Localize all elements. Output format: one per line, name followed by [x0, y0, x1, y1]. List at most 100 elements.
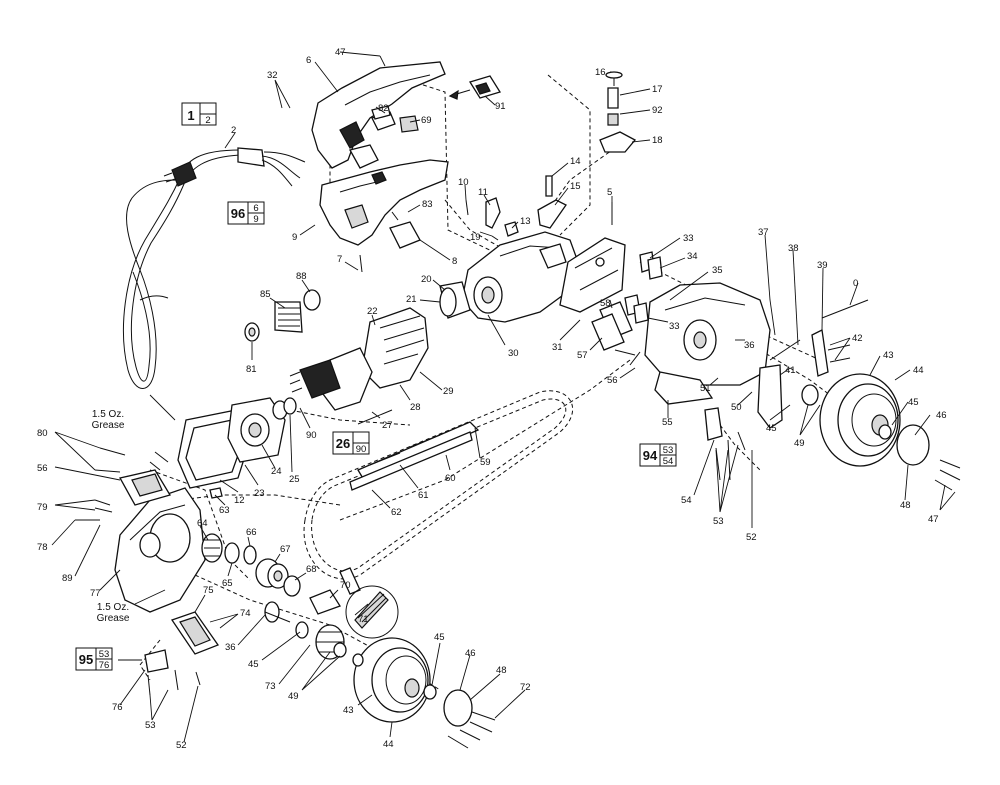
part-label: 7 [337, 254, 342, 265]
part-label: 8 [452, 256, 457, 267]
wheel-housing-right [644, 282, 771, 405]
part-label: 56 [37, 463, 48, 474]
grease-note-bottom-line2: Grease [97, 613, 130, 624]
part-label: 62 [391, 507, 402, 518]
part-label: 0 [853, 278, 858, 289]
saw-blade [303, 390, 573, 580]
kit-box-1: 1 2 [181, 102, 217, 126]
part-label: 59 [480, 457, 491, 468]
gear-housing-left [75, 447, 223, 613]
part-label: 76 [112, 702, 123, 713]
part-label: 45 [766, 423, 777, 434]
part-label: 43 [343, 705, 354, 716]
grease-note-top-line2: Grease [92, 420, 125, 431]
kit-box-96: 96 6 9 [227, 201, 265, 225]
kit-95-top: 53 [99, 649, 110, 660]
part-label: 6 [306, 55, 311, 66]
grease-note-top: 1.5 Oz. Grease [92, 409, 125, 431]
part-label: 27 [382, 420, 393, 431]
part-label: 53 [145, 720, 156, 731]
part-label: 13 [520, 216, 531, 227]
part-label: 45 [248, 659, 259, 670]
right-wheel-assembly [704, 299, 961, 491]
part-label: 57 [577, 350, 588, 361]
part-label: 35 [712, 265, 723, 276]
part-label: 63 [219, 505, 230, 516]
part-label: 69 [421, 115, 432, 126]
part-label: 55 [662, 417, 673, 428]
kit-box-95: 95 53 76 [75, 647, 113, 671]
leader-lines [51, 51, 956, 743]
part-label: 65 [222, 578, 233, 589]
part-label: 22 [367, 306, 378, 317]
part-label: 54 [681, 495, 692, 506]
part-label: 48 [496, 665, 507, 676]
part-label: 80 [37, 428, 48, 439]
part-label: 88 [296, 271, 307, 282]
part-label: 16 [595, 67, 606, 78]
part-label: 39 [817, 260, 828, 271]
part-label: 32 [267, 70, 278, 81]
part-label: 37 [758, 227, 769, 238]
part-label: 44 [383, 739, 394, 750]
part-label: 58 [600, 298, 611, 309]
kit-96-top: 6 [253, 203, 258, 214]
part-label: 92 [652, 105, 663, 116]
part-label: 67 [280, 544, 291, 555]
part-label: 49 [288, 691, 299, 702]
part-label: 52 [746, 532, 757, 543]
part-label: 79 [37, 502, 48, 513]
part-label: 36 [225, 642, 236, 653]
part-label: 56 [607, 375, 618, 386]
part-label: 82 [378, 103, 389, 114]
part-label: 49 [794, 438, 805, 449]
part-label: 28 [410, 402, 421, 413]
switch-box [448, 75, 502, 100]
part-label: 31 [552, 342, 563, 353]
part-label: 61 [418, 490, 429, 501]
kit-96-number: 96 [231, 206, 245, 221]
lower-wheel-assembly [352, 637, 496, 749]
part-label: 9 [292, 232, 297, 243]
part-label: 30 [508, 348, 519, 359]
part-label: 51 [700, 383, 711, 394]
part-label: 19 [470, 232, 481, 243]
part-label: 41 [785, 365, 796, 376]
part-label: 33 [683, 233, 694, 244]
part-label: 52 [176, 740, 187, 751]
kit-26-number: 26 [336, 436, 350, 451]
kit-94-number: 94 [643, 448, 658, 463]
part-label: 5 [607, 187, 612, 198]
part-label: 83 [422, 199, 433, 210]
kit-box-94: 94 53 54 [639, 443, 677, 467]
part-label: 50 [731, 402, 742, 413]
part-label: 89 [62, 573, 73, 584]
part-label: 21 [406, 294, 417, 305]
part-label: 25 [289, 474, 300, 485]
part-label: 47 [335, 47, 346, 58]
kit-1-bottom: 2 [205, 115, 210, 126]
grease-note-bottom-line1: 1.5 Oz. [97, 602, 129, 613]
part-label: 44 [913, 365, 924, 376]
part-label: 74 [240, 608, 251, 619]
part-label: 75 [203, 585, 214, 596]
part-label: 66 [246, 527, 257, 538]
part-label: 14 [570, 156, 581, 167]
motor-internals [244, 281, 471, 425]
part-label: 12 [234, 495, 245, 506]
bearing-plate [177, 397, 297, 489]
part-label: 71 [358, 614, 369, 625]
part-label: 2 [231, 125, 236, 136]
part-label: 15 [570, 181, 581, 192]
part-label: 91 [495, 101, 506, 112]
part-label: 64 [197, 518, 208, 529]
kit-95-number: 95 [79, 652, 93, 667]
part-label: 43 [883, 350, 894, 361]
part-label: 45 [434, 632, 445, 643]
kit-1-number: 1 [187, 108, 194, 123]
part-label: 45 [908, 397, 919, 408]
part-label: 23 [254, 488, 265, 499]
kit-95-bottom: 76 [99, 660, 110, 671]
brush-holders [591, 251, 663, 366]
